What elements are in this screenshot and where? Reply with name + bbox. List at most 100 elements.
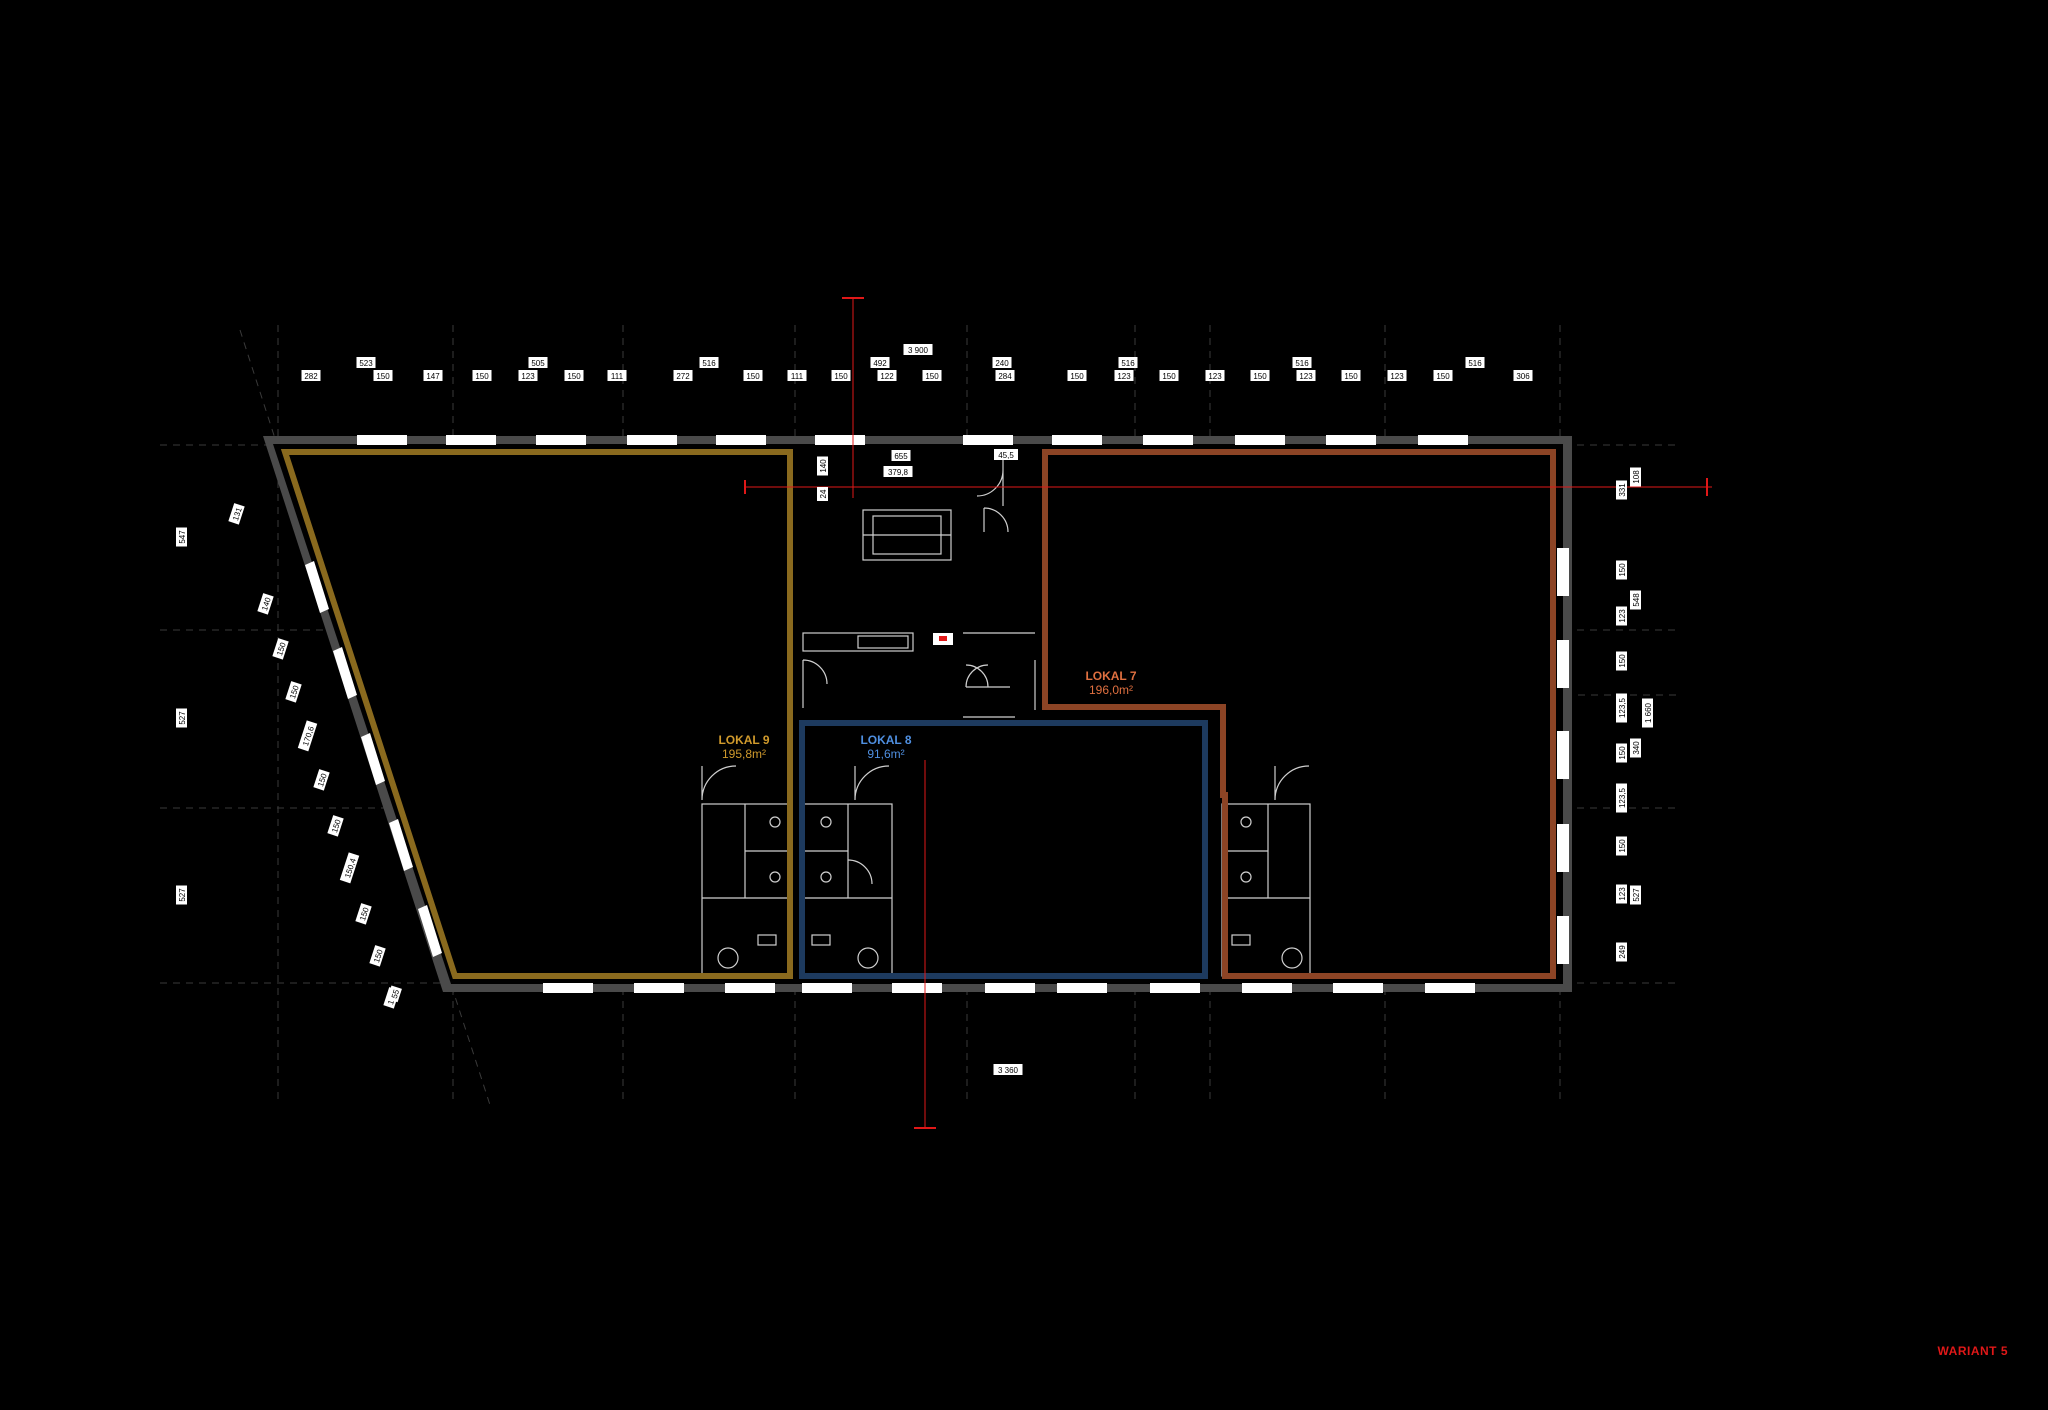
- svg-text:150: 150: [1618, 563, 1627, 577]
- dimension-label: 123: [1387, 370, 1407, 381]
- dimension-label: 150: [355, 903, 372, 925]
- dimension-label: 150: [327, 815, 344, 837]
- window-right: [1557, 824, 1569, 872]
- dimension-label: 548: [1630, 590, 1641, 610]
- window-diagonal: [361, 733, 385, 785]
- svg-text:150: 150: [567, 372, 581, 381]
- dimension-label: 306: [1513, 370, 1533, 381]
- window-top: [357, 435, 407, 445]
- svg-text:150: 150: [925, 372, 939, 381]
- svg-text:150: 150: [1253, 372, 1267, 381]
- dimension-label: 150: [1433, 370, 1453, 381]
- svg-text:150: 150: [746, 372, 760, 381]
- svg-text:282: 282: [304, 372, 318, 381]
- dimension-label: 516: [1465, 357, 1485, 368]
- dimension-label: 111: [607, 370, 627, 381]
- svg-text:655: 655: [894, 452, 908, 461]
- dimension-label: 150: [1616, 560, 1627, 580]
- dimension-label: 123,5: [1616, 693, 1627, 723]
- window-right: [1557, 640, 1569, 688]
- lokal-8-name: LOKAL 8: [860, 733, 911, 747]
- dimension-label: 123: [1616, 884, 1627, 904]
- window-top: [963, 435, 1013, 445]
- svg-text:150: 150: [834, 372, 848, 381]
- svg-text:1 660: 1 660: [1644, 702, 1653, 723]
- window-right: [1557, 731, 1569, 779]
- svg-text:340: 340: [1632, 741, 1641, 755]
- svg-text:379,8: 379,8: [888, 468, 909, 477]
- dimension-label: 150: [285, 681, 302, 703]
- dimension-label: 131: [228, 503, 245, 525]
- svg-text:306: 306: [1516, 372, 1530, 381]
- window-top: [536, 435, 586, 445]
- window-top: [446, 435, 496, 445]
- svg-text:249: 249: [1618, 945, 1627, 959]
- svg-text:123: 123: [1390, 372, 1404, 381]
- svg-text:492: 492: [873, 359, 887, 368]
- svg-text:240: 240: [995, 359, 1009, 368]
- window-bottom: [892, 983, 942, 993]
- lokal-8-area: 91,6m²: [867, 747, 904, 761]
- outer-walls: [263, 436, 1572, 992]
- dimension-label: 170,6: [297, 720, 318, 752]
- svg-text:150: 150: [372, 948, 385, 964]
- svg-text:123: 123: [1208, 372, 1222, 381]
- dimension-label: 3 900: [903, 344, 933, 355]
- window-top: [1235, 435, 1285, 445]
- svg-text:547: 547: [178, 530, 187, 544]
- svg-text:123: 123: [1299, 372, 1313, 381]
- dimension-label: 249: [1616, 942, 1627, 962]
- window-top: [627, 435, 677, 445]
- svg-text:523: 523: [359, 359, 373, 368]
- dimension-label: 150: [743, 370, 763, 381]
- dimension-label: 123: [518, 370, 538, 381]
- core-fixtures: [802, 450, 1036, 718]
- svg-text:123: 123: [1618, 887, 1627, 901]
- dimension-label: 331: [1616, 480, 1627, 500]
- svg-text:55: 55: [390, 988, 401, 1000]
- svg-text:272: 272: [676, 372, 690, 381]
- svg-text:150: 150: [288, 684, 301, 700]
- dimension-label: 108: [1630, 467, 1641, 487]
- lokal-7-outline: [1042, 449, 1556, 979]
- svg-text:150: 150: [316, 772, 329, 788]
- window-bottom: [1057, 983, 1107, 993]
- svg-text:150: 150: [1070, 372, 1084, 381]
- window-top: [1326, 435, 1376, 445]
- windows: [305, 435, 1569, 993]
- dimension-label: 240: [992, 357, 1012, 368]
- lokal-7-area: 196,0m²: [1089, 683, 1133, 697]
- svg-text:150: 150: [330, 818, 343, 834]
- dimension-label: 150: [1616, 836, 1627, 856]
- lokal-9-name: LOKAL 9: [718, 733, 769, 747]
- dimension-label: 523: [356, 357, 376, 368]
- dimension-label: 284: [995, 370, 1015, 381]
- dimension-label: 150: [564, 370, 584, 381]
- dimension-label: 123,5: [1616, 783, 1627, 813]
- dimension-label: 45,5: [994, 449, 1018, 460]
- svg-text:111: 111: [611, 372, 624, 381]
- lokal-9-outline: [280, 449, 793, 979]
- svg-text:170,6: 170,6: [301, 725, 316, 747]
- dimension-label: 150,4: [339, 852, 360, 884]
- dimension-label: 150: [922, 370, 942, 381]
- dimension-label: 3 360: [993, 1064, 1023, 1075]
- window-bottom: [725, 983, 775, 993]
- svg-text:122: 122: [880, 372, 894, 381]
- svg-text:123,5: 123,5: [1618, 787, 1627, 808]
- dimension-label: 150: [831, 370, 851, 381]
- svg-text:150: 150: [1618, 654, 1627, 668]
- window-bottom: [543, 983, 593, 993]
- window-diagonal: [333, 647, 357, 699]
- dimension-label: 123: [1616, 606, 1627, 626]
- window-bottom: [1242, 983, 1292, 993]
- dimension-label: 150: [1159, 370, 1179, 381]
- svg-text:516: 516: [1121, 359, 1135, 368]
- window-bottom: [1150, 983, 1200, 993]
- dimension-label: 123: [1205, 370, 1225, 381]
- dimension-label: 140: [257, 593, 274, 615]
- svg-text:150: 150: [1344, 372, 1358, 381]
- dimension-label: 150: [313, 769, 330, 791]
- dimension-label: 150: [1616, 743, 1627, 763]
